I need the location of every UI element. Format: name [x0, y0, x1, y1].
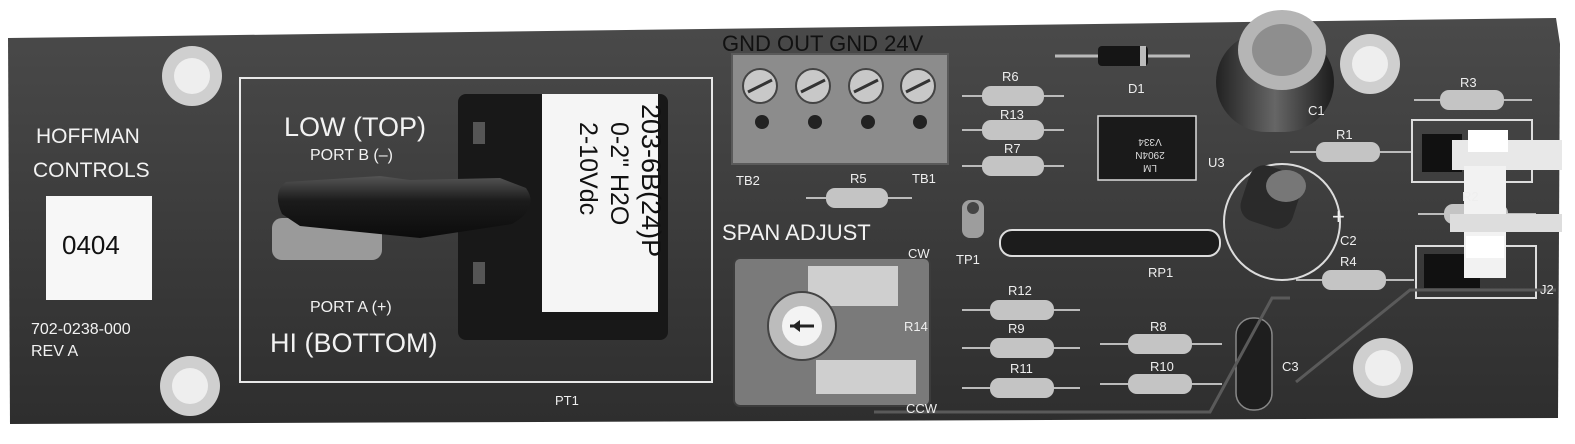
mounting-hole-bottom-left	[160, 356, 220, 416]
mounting-hole-top-left	[162, 46, 222, 106]
pressure-tube	[277, 176, 531, 238]
ref-j2: J2	[1540, 282, 1554, 297]
sensor-model-text: 203-6B(24)P	[636, 104, 666, 258]
ref-r7: R7	[1004, 141, 1021, 156]
ref-r10: R10	[1150, 359, 1174, 374]
pot-ccw-label: CCW	[906, 401, 938, 416]
ref-c3: C3	[1282, 359, 1299, 374]
ic-marking: LM 2904N V334	[1110, 122, 1190, 174]
terminal-screw-gnd1	[742, 68, 778, 129]
brand-line-2: CONTROLS	[33, 159, 150, 182]
low-top-title: LOW (TOP)	[284, 112, 427, 142]
ref-r9: R9	[1008, 321, 1025, 336]
ic-marking-line2: 2904N	[1135, 149, 1165, 160]
c2-plus-sign: +	[1332, 204, 1345, 229]
ref-r14: R14	[904, 319, 928, 334]
ref-tp1: TP1	[956, 252, 980, 267]
resistor-r7	[962, 156, 1064, 176]
ic-u3-chip	[1097, 115, 1197, 181]
port-b-label: PORT B (–)	[310, 147, 393, 164]
ref-c1: C1	[1308, 103, 1325, 118]
ref-r4: R4	[1340, 254, 1357, 269]
resistor-r8	[1100, 334, 1222, 354]
nylon-screw-standoff	[1450, 130, 1562, 278]
ref-u3: U3	[1208, 155, 1225, 170]
capacitor-c2-outline	[1223, 163, 1341, 281]
terminal-header: GND OUT GND 24V	[722, 31, 924, 56]
sensor-outline	[239, 77, 713, 383]
ref-pt1: PT1	[555, 393, 579, 408]
serial-sticker	[46, 196, 152, 300]
span-adjust-title: SPAN ADJUST	[722, 220, 871, 245]
ref-r5: R5	[850, 171, 867, 186]
part-number: 702-0238-000	[31, 321, 131, 338]
resistor-r4	[1296, 270, 1414, 290]
mounting-hole-bottom-right	[1353, 338, 1413, 398]
potentiometer-r14	[733, 257, 931, 407]
resistor-r3	[1414, 90, 1532, 110]
ic-marking-line3: V334	[1138, 136, 1162, 147]
brand-line-1: HOFFMAN	[36, 125, 140, 148]
revision-label: REV A	[31, 343, 79, 360]
resistor-r10	[1100, 374, 1222, 394]
ref-c2: C2	[1340, 233, 1357, 248]
hi-bottom-title: HI (BOTTOM)	[270, 328, 438, 358]
resistor-r1	[1290, 142, 1412, 162]
test-point-tp1	[962, 200, 984, 238]
ref-r6: R6	[1002, 69, 1019, 84]
sensor-pin-slot-bottom	[473, 262, 485, 284]
ref-tb1: TB1	[912, 171, 936, 186]
pot-cw-label: CW	[908, 246, 930, 261]
mounting-hole-top-right	[1340, 34, 1400, 94]
terminal-screw-gnd2	[848, 68, 884, 129]
sensor-output-text: 2-10Vdc	[574, 122, 602, 216]
ic-marking-line1: LM	[1143, 162, 1157, 173]
sensor-range-text: 0-2" H2O	[605, 122, 633, 226]
ref-r11: R11	[1010, 361, 1033, 376]
port-a-label: PORT A (+)	[310, 299, 392, 316]
terminal-screw-out	[795, 68, 831, 129]
ref-r13: R13	[1000, 107, 1024, 122]
resistor-r13	[962, 120, 1064, 140]
capacitor-c1	[1216, 10, 1334, 132]
terminal-screw-24v	[900, 68, 936, 129]
resistor-r9	[962, 338, 1080, 358]
resistor-r6	[962, 86, 1064, 106]
resistor-r11	[962, 378, 1080, 398]
serial-number-label: 0404	[62, 230, 120, 260]
ref-r12: R12	[1008, 283, 1032, 298]
capacitor-c2	[1240, 165, 1306, 229]
pcb-trace-outline	[874, 288, 1556, 414]
sensor-pin-slot-top	[473, 122, 485, 144]
resistor-r12	[962, 300, 1080, 320]
ref-d1: D1	[1128, 81, 1145, 96]
sensor-label-text: 203-6B(24)P 0-2" H2O 2-10Vdc	[546, 104, 666, 304]
resistor-pack-rp1	[999, 229, 1221, 257]
resistor-r5	[806, 188, 912, 208]
ref-rp1: RP1	[1148, 265, 1174, 280]
ref-r3: R3	[1460, 75, 1477, 90]
ref-r1: R1	[1336, 127, 1353, 142]
sensor-label	[542, 94, 658, 312]
diode-d1	[1055, 46, 1190, 66]
ref-r8: R8	[1150, 319, 1167, 334]
ref-r2: R2	[1462, 189, 1479, 204]
ref-tb2: TB2	[736, 173, 760, 188]
